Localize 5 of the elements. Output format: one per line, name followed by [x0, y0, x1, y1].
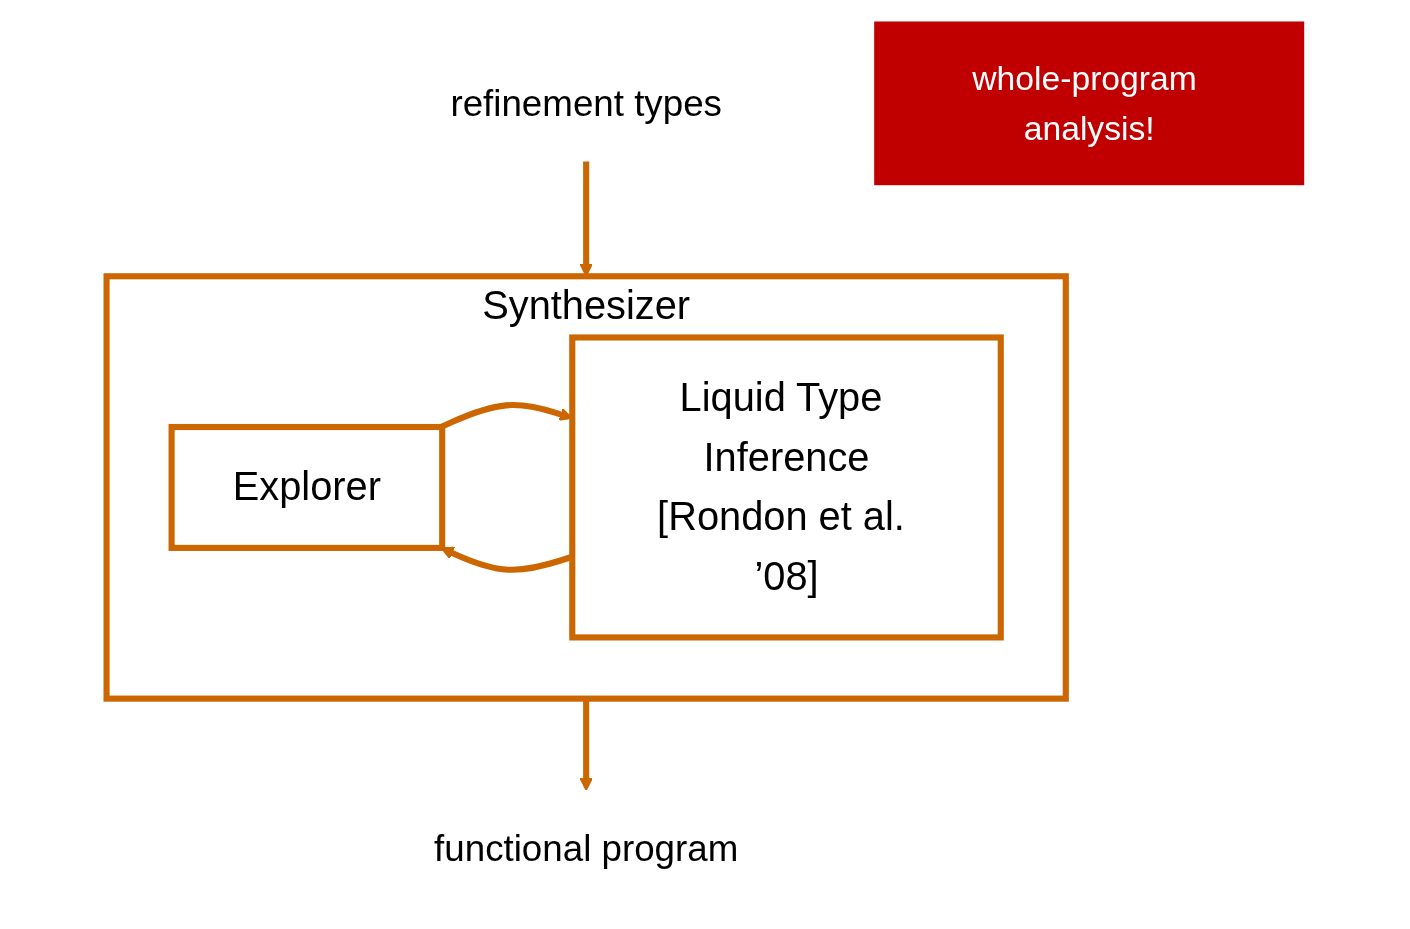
- node-text: refinement types: [450, 81, 722, 124]
- node-text: functional program: [434, 827, 739, 869]
- node-box: whole-program analysis!: [874, 21, 1305, 186]
- node-box: Explorer: [168, 423, 446, 551]
- node-box: Liquid Type Inference [Rondon et al. ’08]: [569, 334, 1004, 641]
